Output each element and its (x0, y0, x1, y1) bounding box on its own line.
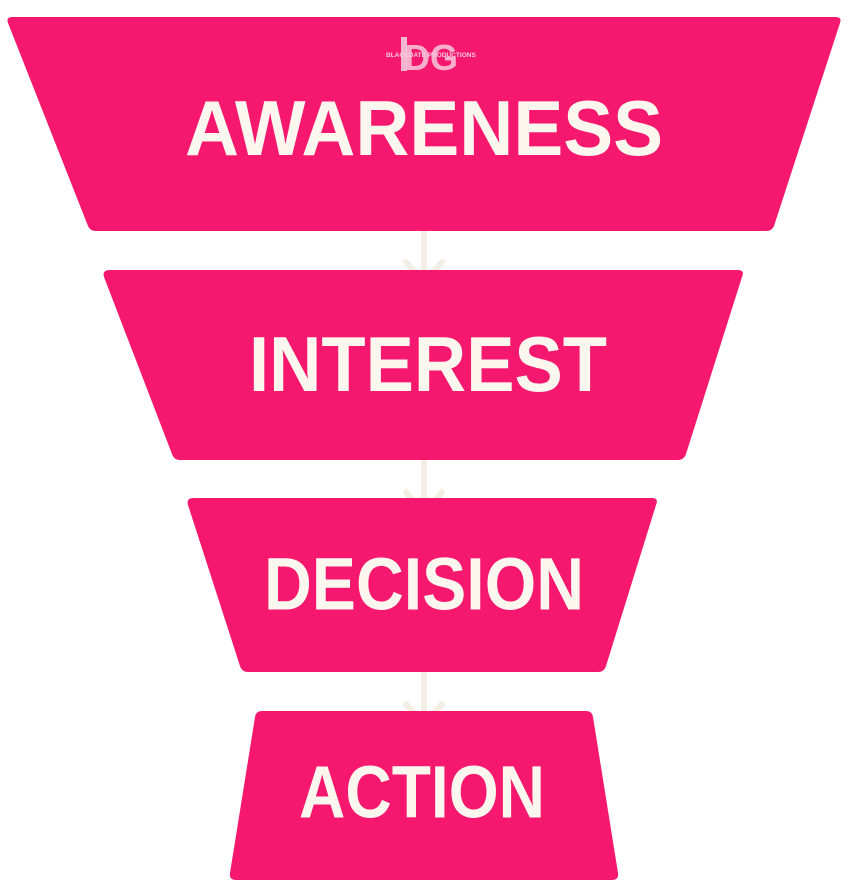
stage-label-interest: INTEREST (249, 320, 607, 408)
stage-label-decision: DECISION (264, 543, 584, 626)
logo-brand-text: BLACKDATE PRODUCTIONS (386, 52, 476, 59)
logo-monogram: DG (404, 37, 458, 78)
funnel-stage-awareness: AWARENESS (7, 17, 841, 231)
funnel-stage-action: ACTION (229, 711, 619, 880)
logo-block-1 (401, 37, 407, 71)
stage-shape-action (229, 711, 619, 880)
stage-label-action: ACTION (299, 751, 545, 834)
funnel-stage-interest: INTEREST (103, 270, 743, 460)
stage-label-awareness: AWARENESS (185, 84, 663, 172)
stage-shape-interest (103, 270, 743, 460)
stage-shape-awareness (7, 17, 841, 231)
stage-shape-decision (187, 498, 657, 672)
brand-logo: DG BLACKDATE PRODUCTIONS (386, 37, 476, 78)
funnel-stage-decision: DECISION (187, 498, 657, 672)
